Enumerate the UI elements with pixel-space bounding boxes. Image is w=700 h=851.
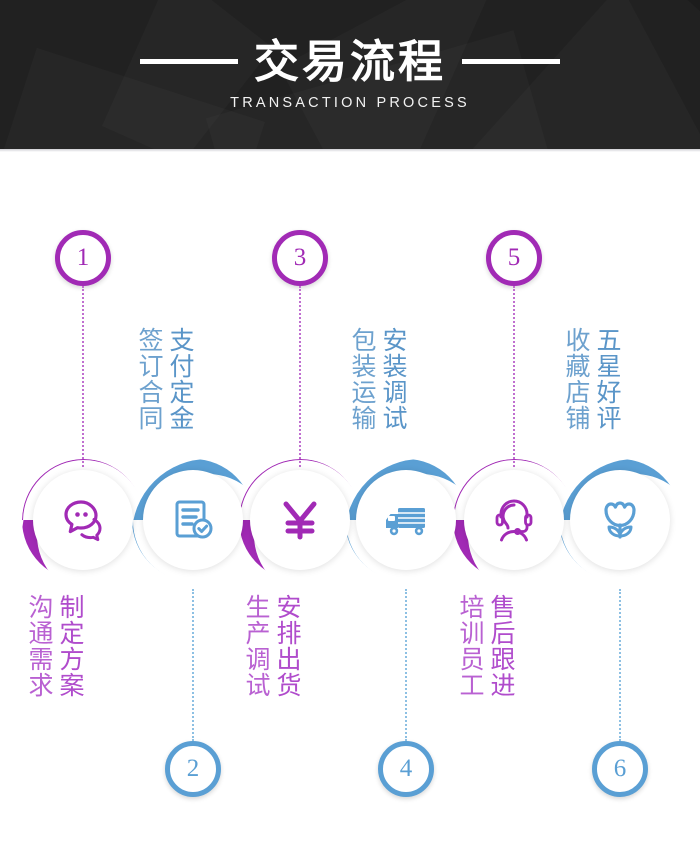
ring-graphic — [239, 459, 361, 581]
step-connector-line — [405, 589, 407, 741]
yuan-currency-icon — [250, 470, 350, 570]
step-label-primary: 支付定金 — [166, 327, 195, 431]
ring-arc-solid — [345, 459, 467, 520]
step-label-primary: 安装调试 — [379, 327, 408, 431]
step-labels: 培训员工 售后跟进 — [456, 594, 516, 698]
ring-graphic — [453, 459, 575, 581]
page-subtitle: TRANSACTION PROCESS — [230, 94, 470, 111]
ring-arc-solid — [132, 459, 254, 520]
step-label-primary: 售后跟进 — [487, 594, 516, 698]
step-connector-line — [619, 589, 621, 741]
headset-support-icon — [464, 470, 564, 570]
step-label-secondary: 签订合同 — [135, 327, 164, 431]
step-label-secondary: 生产调试 — [242, 594, 271, 698]
step-label-primary: 五星好评 — [593, 327, 622, 431]
step-connector-line — [192, 589, 194, 741]
step-icon-ring[interactable] — [22, 459, 144, 581]
page-header: 交易流程 TRANSACTION PROCESS — [0, 0, 700, 149]
step-label-secondary: 收藏店铺 — [562, 327, 591, 431]
speech-bubbles-icon — [33, 470, 133, 570]
ring-arc-outline — [345, 520, 467, 581]
title-rule-right — [462, 58, 560, 64]
header-divider — [0, 149, 700, 152]
step-labels: 生产调试 安排出货 — [242, 594, 302, 698]
step-label-secondary: 培训员工 — [456, 594, 485, 698]
step-number: 2 — [186, 755, 200, 782]
tulip-flower-icon — [570, 470, 670, 570]
title-rule-left — [139, 58, 238, 64]
step-label-primary: 制定方案 — [56, 594, 85, 698]
ring-graphic — [132, 459, 254, 581]
process-diagram: 1 沟通需求 制定方案 2 — [0, 149, 700, 851]
ring-arc-solid — [239, 520, 361, 581]
ring-arc-solid — [559, 459, 681, 520]
ring-arc-solid — [22, 520, 144, 581]
page-title: 交易流程 — [253, 34, 446, 88]
step-connector-line — [82, 286, 84, 467]
step-labels: 收藏店铺 五星好评 — [562, 327, 622, 431]
step-icon-ring[interactable] — [239, 459, 361, 581]
step-icon-ring[interactable] — [132, 459, 254, 581]
ring-graphic — [345, 459, 467, 581]
step-number-badge[interactable]: 1 — [55, 230, 111, 286]
step-number-badge[interactable]: 5 — [486, 230, 542, 286]
step-label-secondary: 沟通需求 — [25, 594, 54, 698]
title-row: 交易流程 — [139, 34, 560, 88]
step-number-badge[interactable]: 3 — [272, 230, 328, 286]
document-check-icon — [143, 470, 243, 570]
step-connector-line — [513, 286, 515, 467]
step-icon-ring[interactable] — [559, 459, 681, 581]
step-number-badge[interactable]: 6 — [592, 741, 648, 797]
step-number: 1 — [76, 244, 90, 271]
step-label-primary: 安排出货 — [273, 594, 302, 698]
header-content: 交易流程 TRANSACTION PROCESS — [0, 0, 700, 149]
step-number: 4 — [399, 755, 413, 782]
step-label-secondary: 包装运输 — [348, 327, 377, 431]
step-number: 6 — [613, 755, 627, 782]
ring-arc-outline — [239, 459, 361, 520]
step-number: 3 — [293, 244, 307, 271]
step-icon-ring[interactable] — [345, 459, 467, 581]
ring-arc-outline — [22, 459, 144, 520]
step-labels: 沟通需求 制定方案 — [25, 594, 85, 698]
ring-arc-outline — [559, 520, 681, 581]
step-labels: 包装运输 安装调试 — [348, 327, 408, 431]
step-number-badge[interactable]: 4 — [378, 741, 434, 797]
step-labels: 签订合同 支付定金 — [135, 327, 195, 431]
ring-arc-solid — [453, 520, 575, 581]
step-connector-line — [299, 286, 301, 467]
ring-graphic — [559, 459, 681, 581]
ring-graphic — [22, 459, 144, 581]
ring-arc-outline — [453, 459, 575, 520]
step-icon-ring[interactable] — [453, 459, 575, 581]
step-number: 5 — [507, 244, 521, 271]
delivery-truck-icon — [356, 470, 456, 570]
ring-arc-outline — [132, 520, 254, 581]
step-number-badge[interactable]: 2 — [165, 741, 221, 797]
